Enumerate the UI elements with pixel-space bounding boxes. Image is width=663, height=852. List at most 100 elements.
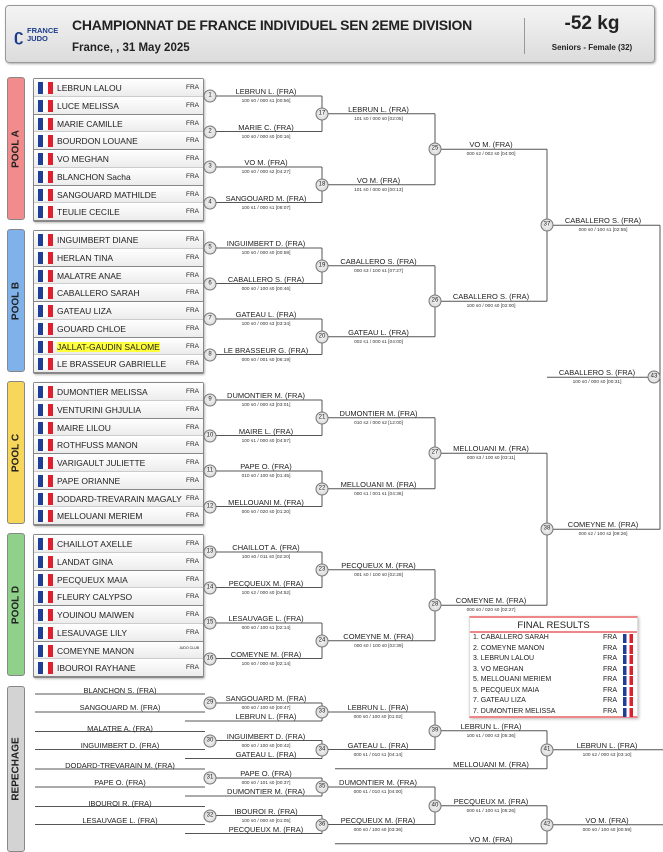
match-number-18[interactable]: 18 [315,178,329,192]
match-number-11[interactable]: 11 [203,464,217,478]
final-result-athlete: 1. CABALLERO SARAH [473,634,549,641]
match-number-39[interactable]: 39 [428,724,442,738]
match-number-40[interactable]: 40 [428,799,442,813]
match-number-1[interactable]: 1 [203,89,217,103]
match-number-26[interactable]: 26 [428,294,442,308]
athlete-name: PECQUEUX MAIA [57,574,128,585]
match-number-17[interactable]: 17 [315,107,329,121]
match-number-29[interactable]: 29 [203,696,217,710]
match-number-34[interactable]: 34 [315,743,329,756]
match-number-13[interactable]: 13 [203,545,217,559]
france-flag-icon [38,305,53,317]
match-number-36[interactable]: 36 [315,818,329,831]
winner-name: LE BRASSEUR G. (FRA) [223,345,309,355]
match-number-10[interactable]: 10 [203,429,217,442]
france-flag-icon [623,634,633,643]
match-number-31[interactable]: 31 [203,771,217,785]
match-number-30[interactable]: 30 [203,734,217,747]
athlete-country: FRA [186,575,199,583]
final-result-athlete: 5. MELLOUANI MERIEM [473,676,552,683]
match-number-43[interactable]: 43 [647,370,661,384]
match-number-41[interactable]: 41 [540,743,554,757]
pool-d-label: POOL D [7,533,25,676]
match-score: 000 s0 / 020 s0 [02:27] [466,608,516,614]
match-number-16[interactable]: 16 [203,652,217,665]
winner-name: MAIRE L. (FRA) [238,426,294,436]
france-flag-icon [38,269,53,282]
match-number-38[interactable]: 38 [540,522,554,536]
athlete-name: MALATRE ANAE [57,270,122,281]
france-flag-icon [38,251,53,264]
athlete-country: FRA [186,388,199,395]
match-number-35[interactable]: 35 [315,780,329,794]
event-location-date: France, , 31 May 2025 [72,42,190,54]
match-number-27[interactable]: 27 [428,446,442,460]
match-number-14[interactable]: 14 [203,581,217,594]
match-number-32[interactable]: 32 [203,809,217,822]
entrant-name: LESAUVAGE L. (FRA) [82,815,158,825]
match-number-21[interactable]: 21 [315,411,329,425]
match-number-9[interactable]: 9 [203,393,217,407]
match-number-3[interactable]: 3 [203,160,217,174]
athlete-country: FRA [186,494,199,502]
athlete-country: FRA [186,441,199,449]
france-flag-icon [38,573,53,586]
winner-name: LEBRUN L. (FRA) [235,87,297,96]
athlete-row[interactable]: PECQUEUX MAIA FRA [34,570,203,589]
match-number-33[interactable]: 33 [315,705,329,719]
match-number-23[interactable]: 23 [315,563,329,577]
match-number-5[interactable]: 5 [203,241,217,255]
match-number-8[interactable]: 8 [203,348,217,361]
match-number-22[interactable]: 22 [315,482,329,496]
match-number-25[interactable]: 25 [428,142,442,156]
match-number-19[interactable]: 19 [315,259,329,273]
match-number-12[interactable]: 12 [203,500,217,513]
match-number-2[interactable]: 2 [203,125,217,138]
match-number-20[interactable]: 20 [315,330,329,344]
match-number-42[interactable]: 42 [540,818,554,832]
match-number-6[interactable]: 6 [203,277,217,290]
match-number-4[interactable]: 4 [203,196,217,209]
match-number-37[interactable]: 37 [540,218,554,232]
match-number-24[interactable]: 24 [315,634,329,648]
athlete-country: FRA [186,208,199,216]
match-number-28[interactable]: 28 [428,598,442,612]
match-score: 100 s0 / 000 s0 [02:14] [241,661,291,667]
match-score: 000 s3 / 100 s0 [03:11] [466,456,516,462]
match-number-7[interactable]: 7 [203,312,217,326]
match-number-15[interactable]: 15 [203,616,217,630]
